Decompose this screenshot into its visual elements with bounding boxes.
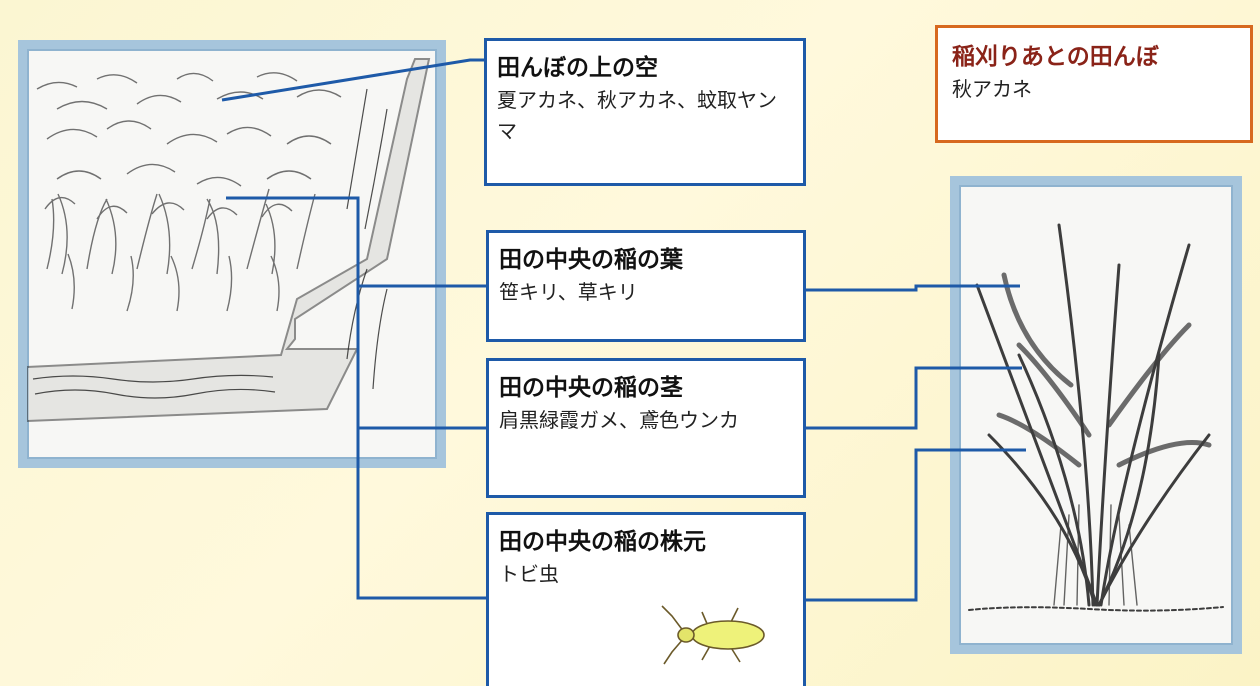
planthopper-icon: [661, 605, 765, 665]
sky-insects: 夏アカネ、秋アカネ、蚊取ヤンマ: [497, 88, 777, 143]
leaf-insects: 笹キリ、草キリ: [499, 280, 638, 304]
connector-sky: [221, 58, 484, 102]
harvest-insects: 秋アカネ: [952, 77, 1032, 101]
stem-box: 田の中央の稲の茎 肩黒緑霞ガメ、鳶色ウンカ: [486, 358, 806, 498]
connector-root-right: [806, 448, 1026, 602]
rice-paddy-illustration: [18, 40, 446, 468]
connector-leaf-right: [806, 284, 1020, 292]
sky-title: 田んぼの上の空: [497, 55, 658, 81]
rice-plant-icon: [968, 223, 1224, 612]
leaf-title: 田の中央の稲の葉: [499, 247, 683, 273]
harvest-title: 稲刈りあとの田んぼ: [952, 44, 1159, 70]
root-box: 田の中央の稲の株元 トビ虫: [486, 512, 806, 686]
connector-stem-left: [356, 286, 486, 430]
harvest-box: 稲刈りあとの田んぼ 秋アカネ: [935, 25, 1253, 143]
root-title: 田の中央の稲の株元: [499, 529, 706, 555]
rice-plant-illustration: [950, 176, 1242, 654]
stem-insects: 肩黒緑霞ガメ、鳶色ウンカ: [499, 408, 739, 432]
rice-paddy-icon: [27, 58, 431, 423]
sky-box: 田んぼの上の空 夏アカネ、秋アカネ、蚊取ヤンマ: [484, 38, 806, 186]
root-insects: トビ虫: [499, 562, 559, 586]
connector-leaf-left: [226, 196, 486, 288]
stem-title: 田の中央の稲の茎: [499, 375, 683, 401]
leaf-box: 田の中央の稲の葉 笹キリ、草キリ: [486, 230, 806, 342]
connector-stem-right: [806, 366, 1022, 430]
connector-root-left: [356, 428, 486, 600]
